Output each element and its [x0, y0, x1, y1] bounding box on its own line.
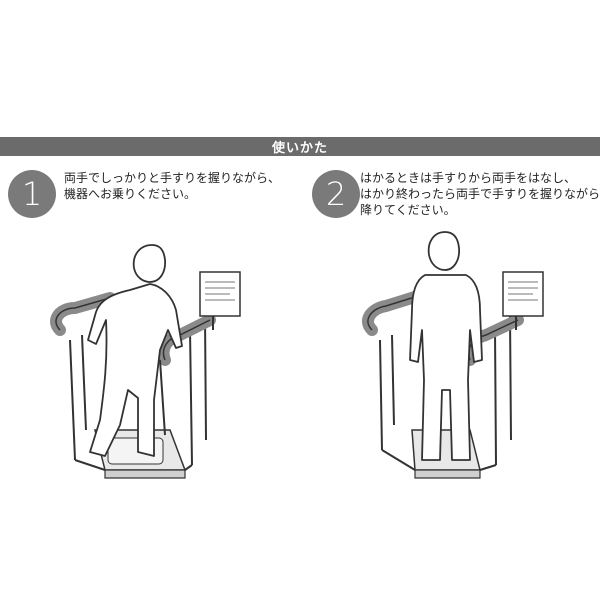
step-2-text: はかるときは手すりから両手をはなし、 はかり終わったら両手で手すりを握りながら …: [360, 170, 600, 218]
step-1-illustration: [50, 244, 241, 479]
step-1: 1 両手でしっかりと手すりを握りながら、 機器へお乗りください。: [0, 165, 300, 595]
step-2-line-1: はかるときは手すりから両手をはなし、: [360, 171, 577, 185]
step-1-badge: 1: [8, 170, 56, 218]
person-illustration: [87, 244, 183, 457]
step-1-line-2: 機器へお乗りください。: [64, 187, 197, 201]
step-1-line-1: 両手でしっかりと手すりを握りながら、: [64, 171, 281, 185]
instruction-sign: [199, 271, 241, 330]
section-title: 使いかた: [271, 141, 328, 156]
step-1-text: 両手でしっかりと手すりを握りながら、 機器へお乗りください。: [64, 170, 280, 202]
step-2-badge: 2: [312, 170, 360, 218]
person-illustration: [409, 231, 483, 461]
step-2-line-3: 降りてください。: [360, 203, 456, 217]
step-2-line-2: はかり終わったら両手で手すりを握りながら: [360, 187, 600, 201]
step-2: 2 はかるときは手すりから両手をはなし、 はかり終わったら両手で手すりを握りなが…: [300, 165, 600, 595]
step-2-illustration: [362, 231, 544, 479]
handrail: [50, 292, 216, 471]
section-header: 使いかた: [0, 137, 600, 156]
instruction-sign: [502, 271, 544, 330]
